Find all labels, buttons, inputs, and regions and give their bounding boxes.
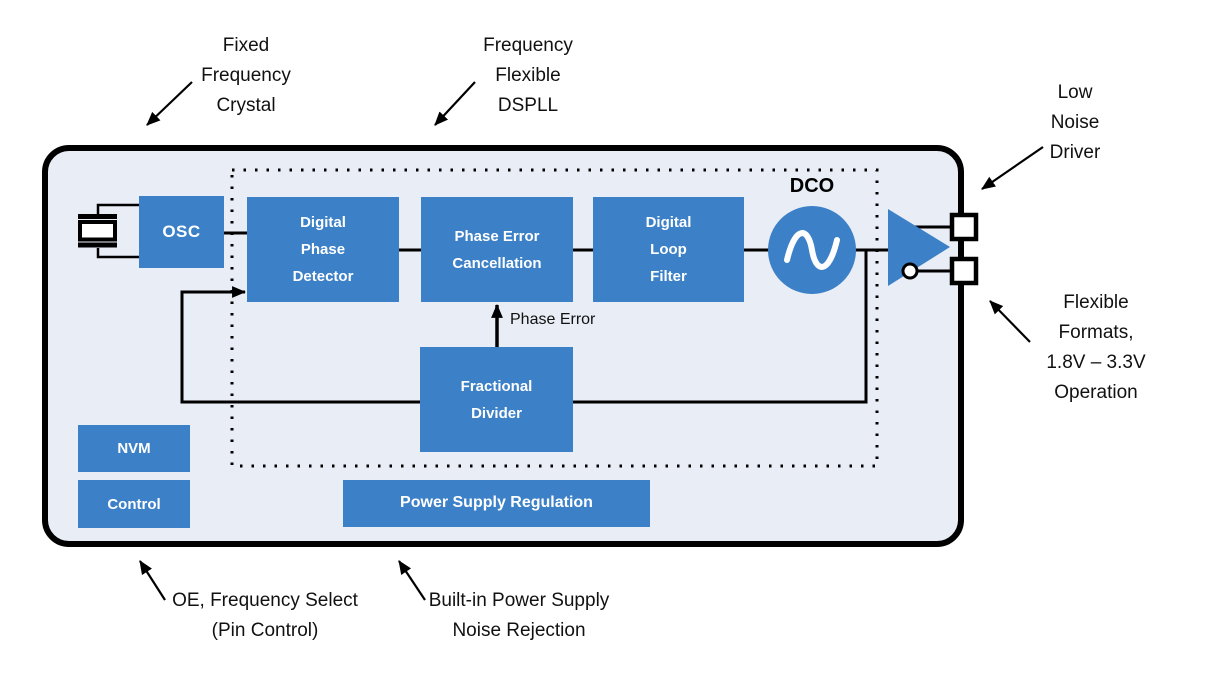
callout-flexible-formats: Flexible Formats, 1.8V – 3.3V Operation: [1046, 292, 1146, 403]
dco-icon: [768, 206, 856, 294]
callout-fixed-frequency-crystal: Fixed Frequency Crystal: [201, 35, 291, 116]
callout-noise-rejection: Built-in Power Supply Noise Rejection: [428, 590, 610, 641]
noise-rejection-arrow-icon: [398, 560, 426, 601]
inverted-output-bubble-icon: [901, 262, 919, 280]
flexible-formats-arrow-icon: [989, 300, 1031, 343]
block-osc: OSC: [139, 196, 224, 268]
callout-frequency-flexible-dspll: Frequency Flexible DSPLL: [483, 35, 573, 116]
low-noise-arrow-icon: [981, 146, 1044, 190]
dco-label: DCO: [789, 175, 835, 197]
phase-error-label: Phase Error: [510, 311, 596, 328]
block-power-supply-regulation: Power Supply Regulation: [343, 480, 650, 527]
callout-low-noise-driver: Low Noise Driver: [1049, 82, 1101, 163]
block-digital-loop-filter: Digital Loop Filter: [593, 197, 744, 302]
pin-control-arrow-icon: [139, 560, 166, 601]
dspll-arrow-icon: [434, 81, 476, 126]
block-fractional-divider: Fractional Divider: [420, 347, 573, 452]
feedback-wire: [180, 250, 868, 404]
fixed-crystal-arrow-icon: [146, 81, 193, 126]
dspll-dotted-box: [230, 168, 879, 468]
output-pin-2: [949, 256, 979, 286]
block-control: Control: [78, 480, 190, 528]
output-pin-1: [949, 212, 979, 242]
block-digital-phase-detector: Digital Phase Detector: [247, 197, 399, 302]
crystal-icon: [78, 203, 139, 259]
block-nvm: NVM: [78, 425, 190, 472]
callout-pin-control: OE, Frequency Select (Pin Control): [172, 590, 358, 641]
callout-arrows: [139, 81, 1044, 601]
block-phase-error-cancellation: Phase Error Cancellation: [421, 197, 573, 302]
